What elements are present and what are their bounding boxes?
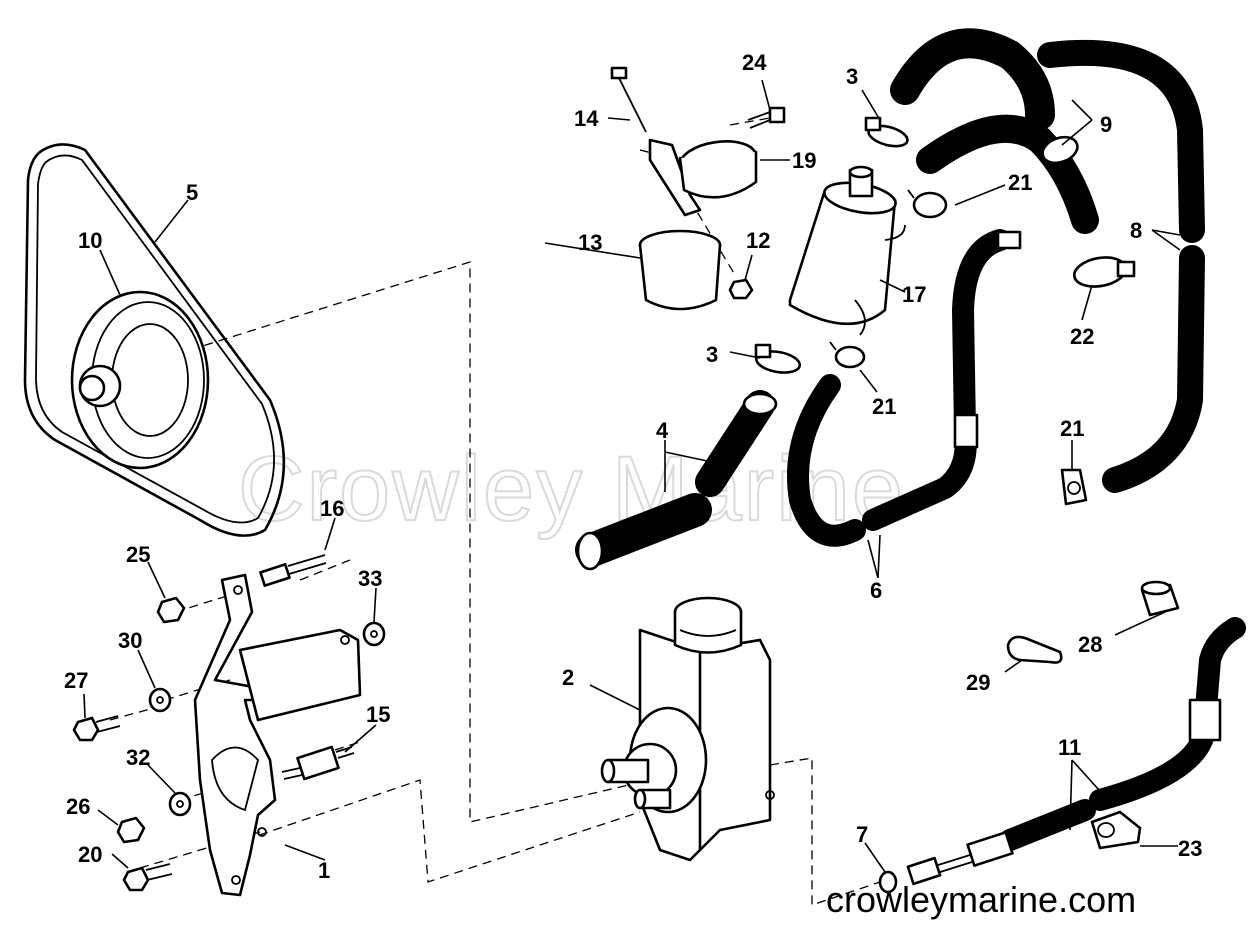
label-p21b: 21: [872, 394, 896, 419]
label-p21a: 21: [1008, 170, 1032, 195]
assembly-lines: [109, 117, 881, 906]
hose-9[interactable]: [890, 28, 1099, 234]
nut-12[interactable]: [728, 278, 754, 300]
label-p3b: 3: [706, 342, 718, 367]
clamp-21-right[interactable]: [1060, 468, 1088, 506]
hose-8[interactable]: [1037, 39, 1205, 493]
power-steering-pump[interactable]: [600, 596, 775, 862]
label-p3a: 3: [846, 64, 858, 89]
footer-site-text: crowleymarine.com: [826, 879, 1136, 920]
leader-lines: [83, 79, 1181, 873]
label-p4: 4: [656, 418, 669, 443]
label-p20: 20: [78, 842, 102, 867]
label-p12: 12: [746, 228, 770, 253]
label-p29: 29: [966, 670, 990, 695]
hose-clamp-3-mid[interactable]: [754, 343, 802, 376]
label-p24: 24: [742, 50, 767, 75]
o-ring-7[interactable]: [878, 870, 898, 894]
clamp-21-mid[interactable]: [829, 341, 866, 369]
label-p5: 5: [186, 180, 198, 205]
fitting-nut-28[interactable]: [1140, 580, 1180, 617]
washer-32[interactable]: [168, 791, 192, 817]
label-p22: 22: [1070, 324, 1094, 349]
washer-33[interactable]: [362, 621, 386, 647]
screw-14[interactable]: [610, 66, 647, 133]
drive-belt[interactable]: [23, 143, 286, 537]
clip-29[interactable]: [1006, 635, 1063, 664]
label-p19: 19: [792, 148, 816, 173]
clamp-21-top[interactable]: [907, 189, 948, 219]
mounting-bracket[interactable]: [193, 573, 362, 897]
hose-4[interactable]: [575, 390, 778, 571]
hose-clamp-3-top[interactable]: [864, 116, 910, 150]
screw-27[interactable]: [72, 715, 121, 742]
hose-assembly-11[interactable]: [906, 617, 1246, 886]
label-p23: 23: [1178, 836, 1202, 861]
label-p27: 27: [64, 668, 88, 693]
label-p28: 28: [1078, 632, 1102, 657]
label-p33: 33: [358, 566, 382, 591]
label-p14: 14: [574, 106, 599, 131]
spacer-stud-15[interactable]: [281, 745, 355, 781]
label-p1: 1: [318, 858, 330, 883]
label-p15: 15: [366, 702, 390, 727]
label-p30: 30: [118, 628, 142, 653]
pulley[interactable]: [70, 290, 210, 470]
bracket-clamp[interactable]: [648, 137, 758, 217]
label-p7: 7: [856, 822, 868, 847]
sleeve[interactable]: [638, 229, 722, 311]
label-p17: 17: [902, 282, 926, 307]
screw-24[interactable]: [747, 106, 786, 129]
label-p11: 11: [1058, 735, 1081, 760]
stud-16[interactable]: [259, 554, 327, 587]
nut-25[interactable]: [156, 596, 186, 624]
screw-20[interactable]: [122, 863, 173, 892]
label-p6: 6: [870, 578, 882, 603]
label-p16: 16: [320, 496, 344, 521]
label-p8: 8: [1130, 218, 1142, 243]
label-p9: 9: [1100, 112, 1112, 137]
label-p21c: 21: [1060, 416, 1084, 441]
oil-cooler[interactable]: [788, 165, 906, 336]
label-p2: 2: [562, 665, 574, 690]
label-p25: 25: [126, 542, 150, 567]
hose-clamp-22[interactable]: [1072, 254, 1136, 291]
label-p26: 26: [66, 794, 90, 819]
nut-26[interactable]: [116, 816, 146, 844]
label-p13: 13: [578, 230, 602, 255]
label-p10: 10: [78, 228, 102, 253]
hose-assembly-6[interactable]: [787, 229, 1022, 547]
clamp-23[interactable]: [1090, 810, 1142, 850]
label-p32: 32: [126, 745, 150, 770]
washer-30[interactable]: [148, 687, 172, 713]
part-labels: 1 2 3 3 4 5 6 7 8 9 10 11 12 13 14 15 16…: [64, 50, 1202, 883]
